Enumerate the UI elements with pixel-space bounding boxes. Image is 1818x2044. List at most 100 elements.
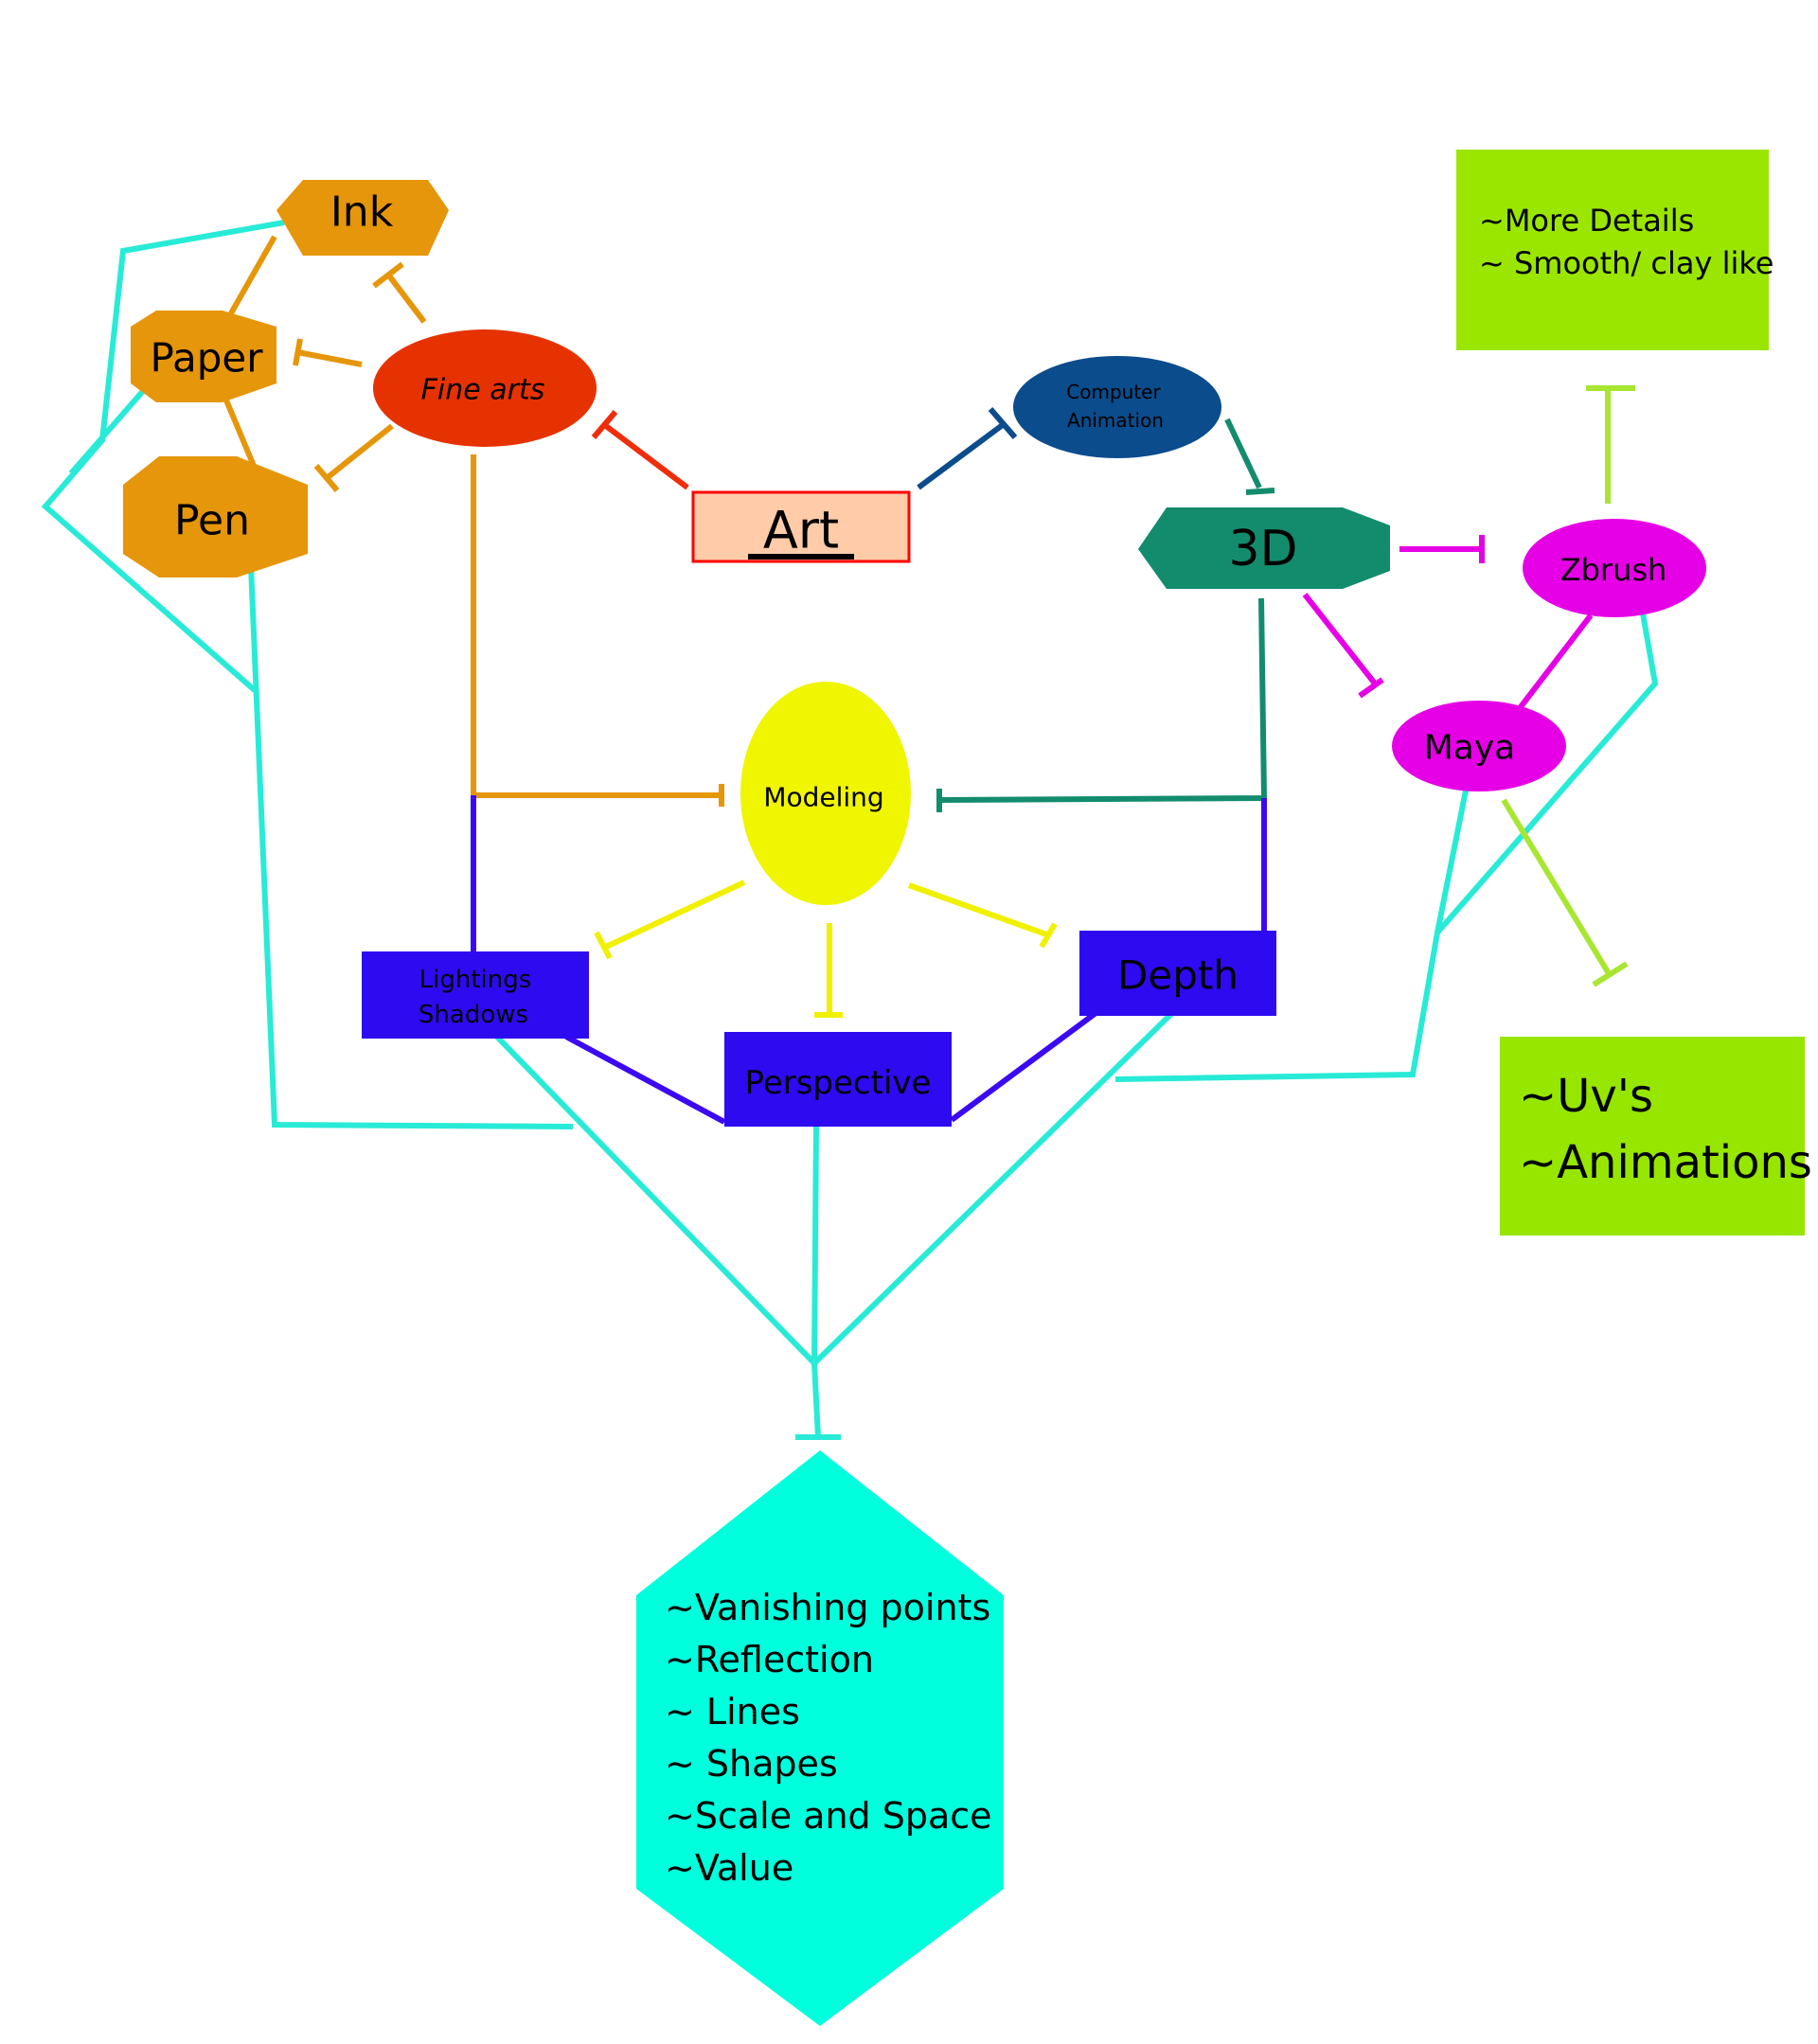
ink-label: Ink bbox=[330, 188, 394, 237]
edge-modeling-depth bbox=[907, 882, 1051, 938]
navy-edges bbox=[917, 407, 1018, 490]
cyan-depth-to-junction bbox=[811, 1008, 1177, 1366]
node-pen: Pen bbox=[123, 456, 308, 578]
edge-companim-3d-tbar bbox=[1245, 488, 1275, 495]
node-more-details: ~More Details ~ Smooth/ clay like bbox=[1456, 150, 1773, 350]
more-details-line2: ~ Smooth/ clay like bbox=[1479, 245, 1773, 281]
edge-paper-pen bbox=[222, 394, 257, 468]
edge-finearts-paper-tbar bbox=[293, 338, 303, 366]
node-modeling: Modeling bbox=[740, 682, 911, 905]
teal-edges bbox=[936, 418, 1275, 812]
edge-modeling-lightings bbox=[604, 880, 746, 950]
cyan-junction-to-fundamentals bbox=[811, 1362, 821, 1438]
cyan-maya-branch bbox=[1435, 790, 1469, 933]
pen-label: Pen bbox=[174, 497, 250, 545]
yellow-edges bbox=[594, 880, 1058, 1018]
edge-finearts-pen-tbar bbox=[313, 464, 340, 492]
perspective-box bbox=[724, 1032, 952, 1127]
node-depth: Depth bbox=[1079, 931, 1276, 1016]
cyan-edges bbox=[41, 220, 1659, 1440]
art-underline bbox=[748, 554, 854, 560]
depth-box bbox=[1079, 931, 1276, 1016]
edge-3d-maya bbox=[1302, 593, 1378, 685]
node-maya: Maya bbox=[1392, 701, 1566, 791]
pen-hexagon bbox=[123, 456, 308, 578]
edge-finearts-paper bbox=[296, 349, 363, 367]
edge-finearts-pen bbox=[325, 423, 394, 481]
node-art: Art bbox=[691, 490, 911, 563]
edge-zbrush-maya bbox=[1517, 613, 1594, 710]
orange-edges bbox=[222, 235, 724, 807]
edge-perspective-depth bbox=[950, 1008, 1100, 1123]
red-edges bbox=[591, 410, 689, 490]
cyan-pen-to-bottom bbox=[248, 565, 574, 1129]
node-fundamentals: ~Vanishing points ~Reflection ~ Lines ~ … bbox=[636, 1450, 1004, 2026]
edge-finearts-ink-tbar bbox=[372, 261, 404, 289]
uvs-line1: ~Uv's bbox=[1519, 1070, 1653, 1123]
maya-ellipse bbox=[1392, 701, 1566, 791]
edge-companim-3d bbox=[1224, 418, 1262, 489]
edge-lightings-perspective bbox=[564, 1034, 726, 1125]
ink-hexagon bbox=[276, 180, 449, 256]
node-uvs: ~Uv's ~Animations bbox=[1500, 1037, 1812, 1235]
blue-edges bbox=[471, 795, 1267, 1125]
edge-3d-maya-tbar bbox=[1358, 677, 1384, 699]
fine-arts-label: Fine arts bbox=[421, 374, 545, 407]
edge-art-companim-tbar bbox=[988, 407, 1018, 439]
cyan-lightings-to-junction bbox=[490, 1029, 817, 1366]
fundamentals-line-2: ~Reflection bbox=[665, 1639, 874, 1680]
node-3d: 3D bbox=[1138, 507, 1390, 589]
modeling-label: Modeling bbox=[763, 782, 883, 813]
edge-maya-uvs-tbar bbox=[1592, 961, 1629, 987]
fundamentals-line-1: ~Vanishing points bbox=[665, 1587, 990, 1628]
computer-animation-line2: Animation bbox=[1067, 409, 1164, 432]
zbrush-ellipse bbox=[1523, 519, 1706, 617]
paper-hexagon bbox=[131, 311, 276, 402]
zbrush-label: Zbrush bbox=[1560, 552, 1667, 588]
uvs-box bbox=[1500, 1037, 1805, 1235]
node-zbrush: Zbrush bbox=[1523, 519, 1706, 617]
lightings-line2: Shadows bbox=[419, 1001, 528, 1029]
3d-hexagon bbox=[1138, 507, 1390, 589]
node-perspective: Perspective bbox=[724, 1032, 952, 1127]
art-box bbox=[693, 492, 909, 561]
edge-art-companim bbox=[917, 421, 1006, 490]
perspective-label: Perspective bbox=[745, 1064, 932, 1102]
edge-finearts-modeling bbox=[471, 454, 722, 798]
art-label: Art bbox=[763, 501, 839, 560]
lightings-shadows-box bbox=[362, 951, 589, 1039]
edge-art-finearts-tbar bbox=[591, 410, 618, 439]
fundamentals-hexagon bbox=[636, 1450, 1004, 2026]
3d-label: 3D bbox=[1228, 521, 1297, 578]
fine-arts-ellipse bbox=[373, 329, 597, 447]
lime-edges bbox=[1501, 385, 1635, 987]
node-ink: Ink bbox=[276, 180, 449, 256]
node-computer-animation: Computer Animation bbox=[1013, 356, 1221, 458]
edge-art-finearts bbox=[604, 423, 689, 490]
fundamentals-line-6: ~Value bbox=[665, 1847, 793, 1889]
computer-animation-line1: Computer bbox=[1066, 381, 1161, 403]
edge-modeling-depth-tbar bbox=[1039, 922, 1058, 949]
more-details-box bbox=[1456, 150, 1769, 350]
edge-3d-modeling bbox=[938, 597, 1268, 803]
lightings-line1: Lightings bbox=[419, 966, 532, 994]
cyan-perspective-to-junction bbox=[811, 1124, 819, 1364]
fundamentals-line-4: ~ Shapes bbox=[665, 1743, 838, 1785]
computer-animation-ellipse bbox=[1013, 356, 1221, 458]
magenta-edges bbox=[1302, 535, 1594, 710]
paper-label: Paper bbox=[151, 335, 264, 382]
edge-maya-uvs bbox=[1501, 798, 1613, 977]
more-details-line1: ~More Details bbox=[1479, 203, 1694, 239]
node-fine-arts: Fine arts bbox=[373, 329, 597, 447]
edge-ink-paper bbox=[224, 235, 277, 322]
maya-label: Maya bbox=[1424, 729, 1516, 768]
node-lightings-shadows: Lightings Shadows bbox=[362, 951, 589, 1039]
uvs-line2: ~Animations bbox=[1519, 1136, 1812, 1189]
cyan-paper-branch bbox=[68, 382, 152, 475]
edge-modeling-lightings-tbar bbox=[594, 931, 613, 960]
depth-label: Depth bbox=[1117, 952, 1239, 999]
edge-finearts-ink bbox=[385, 273, 427, 324]
fundamentals-line-5: ~Scale and Space bbox=[665, 1795, 992, 1837]
modeling-ellipse bbox=[740, 682, 911, 905]
